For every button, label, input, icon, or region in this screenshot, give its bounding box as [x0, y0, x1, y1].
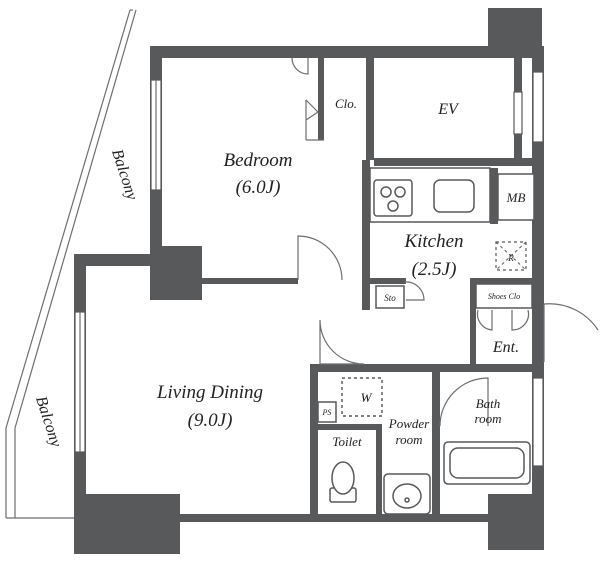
range-hood-box — [495, 241, 527, 271]
powder-room-label-2: room — [396, 432, 423, 447]
doors — [291, 57, 599, 427]
kitchen-label: Kitchen — [403, 231, 463, 252]
storage-box — [375, 285, 405, 309]
windows — [74, 71, 544, 467]
meter-box — [497, 173, 535, 221]
bath-room-label-1: Bath — [476, 396, 501, 411]
shoe-closet — [475, 283, 533, 331]
washer-label: W — [361, 390, 373, 405]
interior-walls — [200, 46, 534, 520]
closet-label: Clo. — [335, 96, 357, 111]
storage-label: Sto — [384, 293, 396, 303]
bath-room-label-2: room — [475, 411, 502, 426]
entrance-label: Ent. — [492, 339, 519, 356]
shoe-closet-label: Shoes Clo — [488, 292, 520, 301]
kitchen-size: (2.5J) — [412, 259, 457, 280]
kitchen-counter — [369, 167, 491, 223]
bedroom-size: (6.0J) — [236, 177, 281, 198]
washer-space — [341, 377, 383, 417]
powder-sink — [383, 473, 431, 515]
balcony-upper-label: Balcony — [108, 147, 141, 203]
powder-room-label-1: Powder — [388, 416, 430, 431]
closet-area — [305, 99, 324, 141]
pipe-space — [317, 401, 337, 423]
meter-box-label: MB — [506, 190, 526, 205]
elevator-label: EV — [437, 101, 460, 118]
toilet-fixture — [329, 461, 357, 503]
living-label: Living Dining — [156, 382, 263, 403]
range-hood-label: R — [507, 253, 514, 263]
pipe-space-label: PS — [322, 408, 332, 417]
balcony-lower-label: Balcony — [32, 394, 65, 450]
balcony-outline — [5, 9, 137, 519]
bathtub — [443, 441, 531, 485]
bedroom-label: Bedroom — [224, 150, 293, 171]
toilet-label: Toilet — [332, 434, 362, 449]
living-size: (9.0J) — [188, 410, 233, 431]
